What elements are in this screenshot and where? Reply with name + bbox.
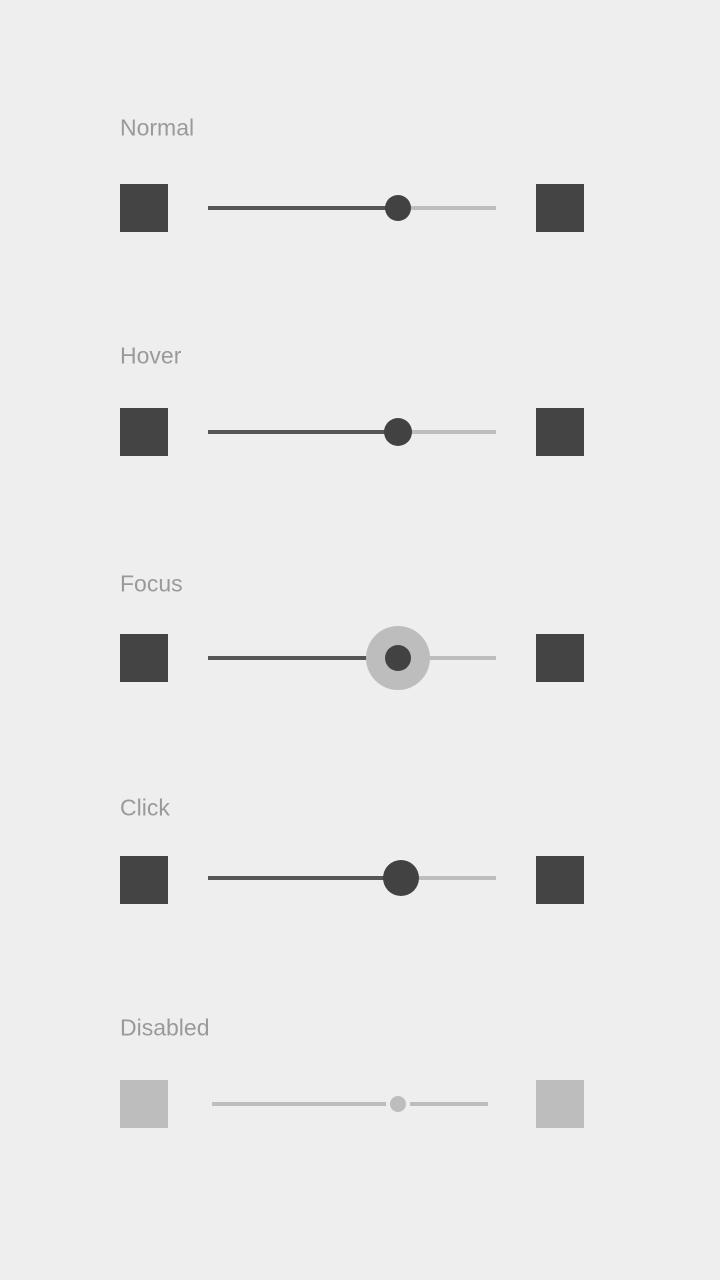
slider-track-left <box>212 1102 387 1106</box>
square-start-icon <box>120 634 168 682</box>
slider-disabled <box>208 1080 496 1128</box>
slider-row-disabled <box>120 1080 584 1128</box>
slider-track[interactable] <box>208 206 496 210</box>
slider-track-fill <box>208 430 399 434</box>
square-start-icon <box>120 184 168 232</box>
slider-focus[interactable] <box>208 626 496 690</box>
square-end-icon <box>536 1080 584 1128</box>
slider-track[interactable] <box>208 876 496 880</box>
slider-track[interactable] <box>208 656 496 660</box>
slider-row-hover <box>120 408 584 456</box>
slider-track-fill <box>208 656 399 660</box>
slider-thumb <box>390 1096 407 1112</box>
slider-row-click <box>120 856 584 904</box>
state-label-normal: Normal <box>120 114 195 141</box>
square-end-icon <box>536 634 584 682</box>
slider-track[interactable] <box>208 430 496 434</box>
slider-track-fill <box>208 206 399 210</box>
slider-track-right <box>410 1102 488 1106</box>
slider-thumb[interactable] <box>382 860 419 896</box>
square-start-icon <box>120 408 168 456</box>
slider-track-fill <box>208 876 401 880</box>
slider-click[interactable] <box>208 854 496 902</box>
square-start-icon <box>120 1080 168 1128</box>
state-label-disabled: Disabled <box>120 1014 210 1041</box>
state-label-focus: Focus <box>120 570 183 597</box>
square-end-icon <box>536 856 584 904</box>
state-label-click: Click <box>120 794 170 821</box>
slider-row-normal <box>120 184 584 232</box>
square-end-icon <box>536 408 584 456</box>
square-start-icon <box>120 856 168 904</box>
state-label-hover: Hover <box>120 342 182 369</box>
slider-thumb[interactable] <box>385 645 412 671</box>
slider-hover[interactable] <box>208 408 496 456</box>
slider-thumb[interactable] <box>385 195 412 221</box>
slider-row-focus <box>120 626 584 690</box>
slider-thumb[interactable] <box>384 418 413 446</box>
square-end-icon <box>536 184 584 232</box>
slider-normal[interactable] <box>208 184 496 232</box>
